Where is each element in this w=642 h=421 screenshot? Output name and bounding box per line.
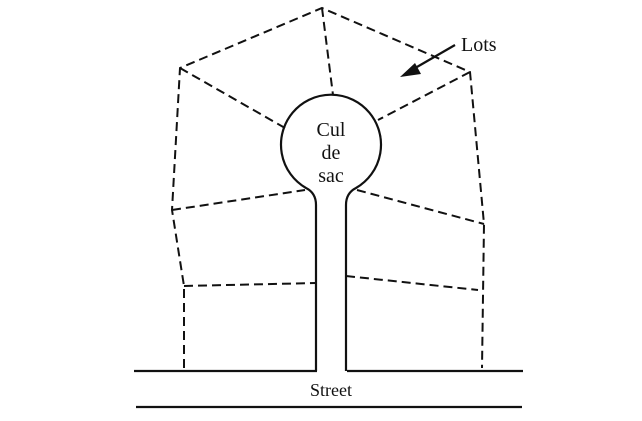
lot-line-low-left [183,282,317,287]
cul-label: Cul [317,119,346,141]
lot-line-top-apex [321,7,334,96]
lot-line-upper-right [377,71,471,121]
lots-arrow-shaft [409,44,456,72]
sac-label: sac [318,165,344,187]
lots-arrow-head [400,63,421,77]
lot-line-mid-left [171,189,306,211]
de-label: de [322,142,341,164]
lot-line-mid-right [356,189,485,225]
cul-de-sac-road-outline [279,93,383,371]
lots-label: Lots [461,34,497,56]
outer-lot-boundary [170,6,486,369]
lot-line-low-right [345,275,479,291]
street-label: Street [310,380,352,400]
lot-line-upper-left [179,67,286,129]
